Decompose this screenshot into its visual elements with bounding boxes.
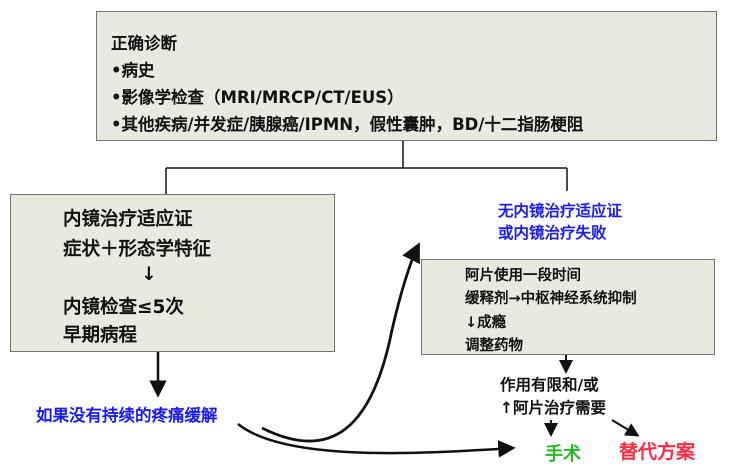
surgery-outcome: 手术	[545, 444, 581, 465]
addiction-line: ↓成瘾	[465, 315, 507, 331]
early-course-line: 早期病程	[63, 325, 138, 346]
diagnosis-item-history: •病史	[111, 61, 155, 80]
limited-effect-line: 作用有限和/或	[500, 376, 599, 394]
diagnosis-item-other: •其他疾病/并发症/胰腺癌/IPMN，假性囊肿，BD/十二指肠梗阻	[111, 115, 584, 134]
no-indication-label: 无内镜治疗适应证	[498, 202, 623, 220]
diagnosis-title: 正确诊断	[111, 34, 177, 53]
diagnosis-box: 正确诊断 •病史 •影像学检查（MRI/MRCP/CT/EUS） •其他疾病/并…	[96, 11, 717, 141]
alternative-outcome: 替代方案	[619, 441, 696, 463]
opioid-use-line: 阿片使用一段时间	[465, 268, 581, 284]
endoscopy-count-line: 内镜检查≤5次	[63, 297, 184, 318]
treatment-failure-label: 或内镜治疗失败	[498, 224, 607, 242]
left-box-arrow-glyph: ↓	[141, 264, 157, 285]
sustained-release-line: 缓释剂→中枢神经系统抑制	[465, 291, 637, 307]
adjust-medication-line: 调整药物	[465, 338, 523, 354]
opioid-box: 阿片使用一段时间 缓释剂→中枢神经系统抑制 ↓成瘾 调整药物	[421, 259, 715, 355]
bottom-arrow-to-surgery	[237, 423, 516, 458]
opioid-need-line: ↑阿片治疗需要	[500, 399, 606, 417]
curve-arrow-to-right	[261, 242, 420, 443]
endoscopic-indication-line: 内镜治疗适应证	[63, 209, 193, 230]
no-relief-label: 如果没有持续的疼痛缓解	[36, 406, 218, 425]
diagnosis-item-imaging: •影像学检查（MRI/MRCP/CT/EUS）	[111, 88, 404, 107]
symptom-morphology-line: 症状＋形态学特征	[63, 239, 212, 260]
arrow-to-alternative	[611, 419, 640, 437]
endoscopic-indication-box: 内镜治疗适应证 症状＋形态学特征 ↓ 内镜检查≤5次 早期病程	[10, 194, 335, 352]
